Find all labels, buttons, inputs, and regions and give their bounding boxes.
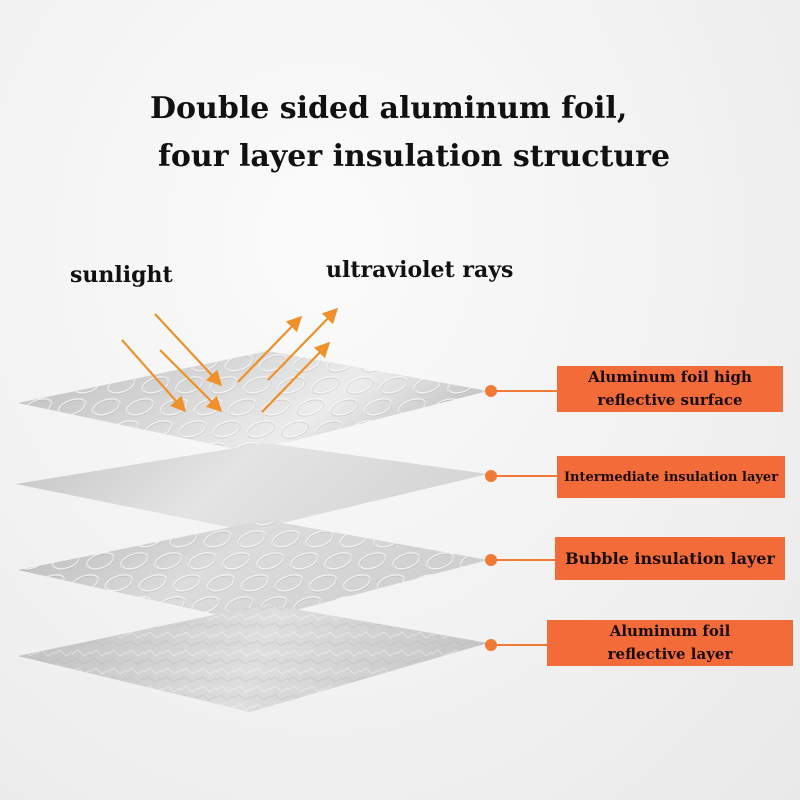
title-line-2: four layer insulation structure bbox=[158, 139, 671, 174]
ultraviolet-arrows bbox=[237, 307, 339, 413]
connectors bbox=[485, 385, 558, 651]
label-layer-1-line-1: Aluminum foil high bbox=[588, 368, 752, 386]
ultraviolet-arrow bbox=[237, 315, 303, 383]
sunlight-arrow bbox=[159, 349, 223, 413]
layer-1-foil-surface bbox=[18, 351, 488, 452]
label-layer-1: Aluminum foil high reflective surface bbox=[557, 366, 783, 412]
label-layer-2: Intermediate insulation layer bbox=[557, 456, 785, 498]
label-layer-4-line-1: Aluminum foil bbox=[609, 622, 731, 640]
layer-2-intermediate bbox=[16, 443, 488, 531]
connector-dot bbox=[485, 639, 497, 651]
connector-dot bbox=[485, 385, 497, 397]
label-layer-4-line-2: reflective layer bbox=[607, 645, 733, 663]
sunlight-arrows bbox=[121, 313, 223, 413]
layer-3-bubble bbox=[18, 520, 488, 622]
label-layer-1-line-2: reflective surface bbox=[597, 391, 743, 409]
connector-dot bbox=[485, 554, 497, 566]
label-layer-4: Aluminum foil reflective layer bbox=[547, 620, 793, 666]
layer-4-foil-reflective bbox=[18, 604, 488, 712]
sunlight-arrow bbox=[121, 339, 187, 413]
label-layer-2-line-1: Intermediate insulation layer bbox=[563, 469, 779, 485]
ultraviolet-arrow bbox=[267, 307, 339, 381]
ultraviolet-label: ultraviolet rays bbox=[326, 257, 514, 283]
sunlight-arrow bbox=[154, 313, 223, 387]
title-line-1: Double sided aluminum foil, bbox=[150, 91, 628, 126]
label-layer-3-line-1: Bubble insulation layer bbox=[565, 549, 775, 568]
connector-dot bbox=[485, 470, 497, 482]
sunlight-label: sunlight bbox=[70, 262, 173, 288]
label-layer-3: Bubble insulation layer bbox=[555, 537, 785, 580]
ultraviolet-arrow bbox=[261, 341, 331, 413]
